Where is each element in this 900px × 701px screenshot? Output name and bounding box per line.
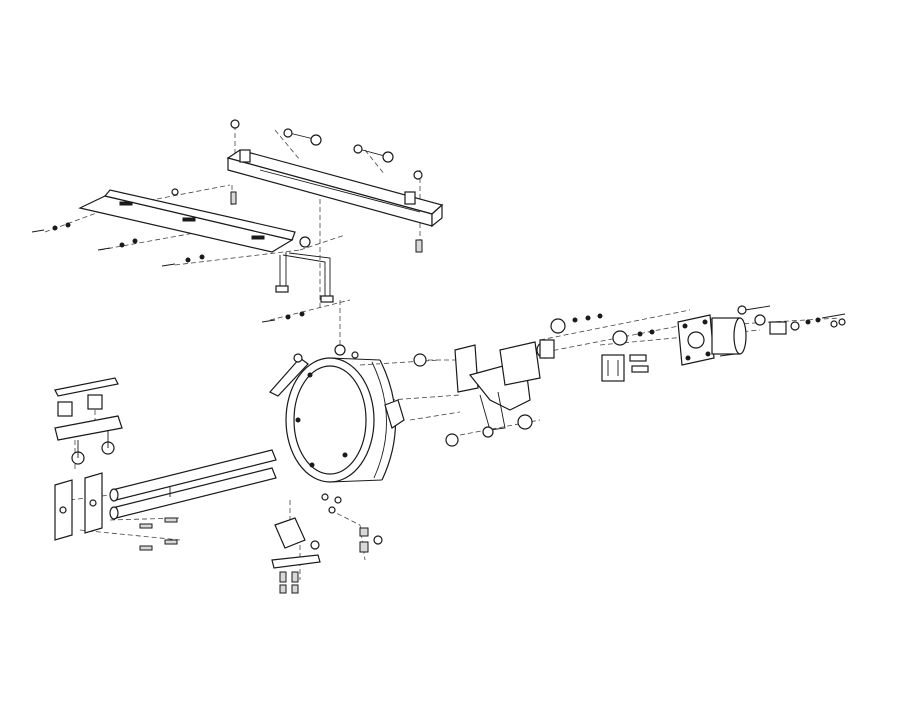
top-rail xyxy=(226,119,444,253)
right-fasteners xyxy=(754,313,846,335)
left-fasteners xyxy=(31,222,305,323)
top-bolts xyxy=(283,128,394,163)
ring-arm xyxy=(269,353,309,397)
mounting-foot-assembly xyxy=(271,493,383,594)
guide-rods xyxy=(109,449,277,520)
motor-unit xyxy=(677,305,771,366)
side-clamp-assembly xyxy=(54,377,178,551)
hanger-rod xyxy=(275,252,334,303)
connector-block xyxy=(601,329,655,382)
main-ring xyxy=(285,344,405,483)
lower-bracket-bar xyxy=(78,188,311,253)
pivot-bracket-assembly xyxy=(413,313,603,447)
